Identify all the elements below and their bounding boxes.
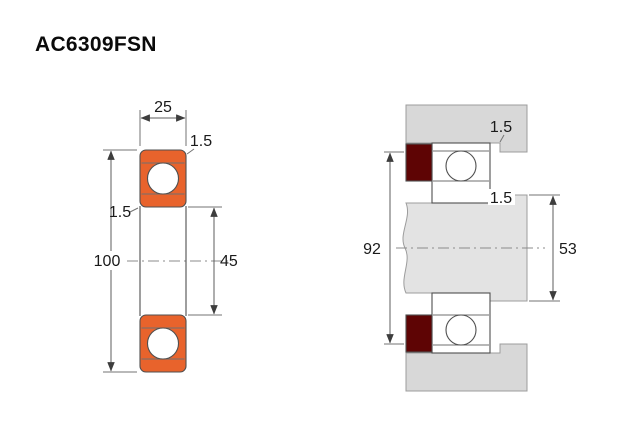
ball-top (146, 162, 180, 195)
snap-ring-top (405, 143, 433, 182)
snap-ring-bottom (405, 314, 433, 353)
outer-chamfer-label: 1.5 (190, 133, 212, 150)
ball-bottom-mounted (445, 314, 477, 346)
shaft-abutment-label: 53 (559, 241, 577, 258)
inner-chamfer-label: 1.5 (109, 204, 131, 221)
part-number-title: AC6309FSN (35, 33, 157, 56)
leader-line (186, 148, 195, 155)
housing-top (405, 104, 528, 153)
ball-top-mounted (445, 150, 477, 182)
housing-bottom (405, 343, 528, 392)
housing-fillet-label: 1.5 (490, 119, 512, 136)
shaft-fillet-label: 1.5 (490, 190, 512, 207)
housing-abutment-label: 92 (363, 241, 381, 258)
label-mask (89, 251, 125, 270)
front-section-view: 25 100 45 1.5 1.5 (89, 99, 238, 373)
outer-diameter-label: 100 (94, 253, 121, 270)
bore-diameter-label: 45 (220, 253, 238, 270)
label-mask (488, 189, 515, 205)
mounting-section-view: 92 53 1.5 1.5 (363, 104, 577, 392)
width-dimension-label: 25 (154, 99, 172, 116)
ball-bottom (146, 327, 180, 360)
leader-line (499, 134, 505, 143)
leader-line (129, 207, 139, 213)
